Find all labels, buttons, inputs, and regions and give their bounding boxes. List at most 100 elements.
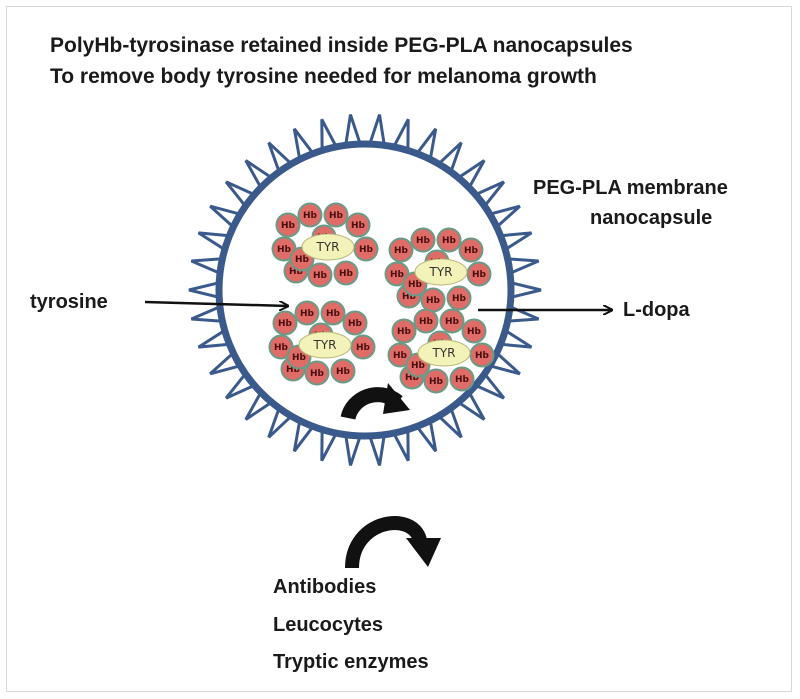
hemoglobin-molecule: Hb <box>294 300 320 326</box>
hemoglobin-label: Hb <box>339 269 354 279</box>
hemoglobin-label: Hb <box>394 246 409 256</box>
membrane-spike <box>457 391 486 421</box>
hemoglobin-molecule: Hb <box>330 358 356 384</box>
hemoglobin-molecule: Hb <box>446 285 472 311</box>
membrane-spike <box>415 127 438 160</box>
hemoglobin-label: Hb <box>393 351 408 361</box>
membrane-spike <box>292 420 315 453</box>
hemoglobin-label: Hb <box>442 236 457 246</box>
hemoglobin-molecule: Hb <box>388 237 414 263</box>
hemoglobin-molecule: Hb <box>320 300 346 326</box>
hemoglobin-label: Hb <box>356 343 371 353</box>
membrane-spike <box>224 372 256 400</box>
inner-curved-arrow <box>340 383 410 421</box>
hemoglobin-label: Hb <box>464 246 479 256</box>
membrane-spike <box>489 351 521 376</box>
title-line-2: To remove body tyrosine needed for melan… <box>50 65 597 88</box>
hemoglobin-molecule: Hb <box>469 342 495 368</box>
hemoglobin-label: Hb <box>390 270 405 280</box>
membrane-spike <box>510 281 542 299</box>
hemoglobin-label: Hb <box>416 236 431 246</box>
membrane-spike <box>489 204 521 229</box>
hemoglobin-label: Hb <box>277 245 292 255</box>
hemoglobin-molecule: Hb <box>342 310 368 336</box>
polyhb-tyrosinase-clusters: HbHbHbHbHbHbHbHbHbHbHbTYRHbHbHbHbHbHbHbH… <box>268 202 495 394</box>
tyrosinase-enzyme <box>417 339 471 367</box>
hemoglobin-label: Hb <box>455 375 470 385</box>
tyrosinase-label: TYR <box>432 346 456 360</box>
tyrosinase-enzyme <box>414 258 468 286</box>
membrane-spike <box>209 204 241 229</box>
tyrosinase-enzyme <box>301 233 355 261</box>
membrane-spike <box>474 372 506 400</box>
hemoglobin-label: Hb <box>351 221 366 231</box>
hemoglobin-molecule: Hb <box>304 360 330 386</box>
tyrosinase-label: TYR <box>313 338 337 352</box>
hemoglobin-molecule: Hb <box>449 366 475 392</box>
hemoglobin-label: Hb <box>295 255 310 265</box>
hemoglobin-label: Hb <box>281 221 296 231</box>
hemoglobin-label: Hb <box>300 309 315 319</box>
hemoglobin-molecule: Hb <box>345 212 371 238</box>
hemoglobin-molecule: Hb <box>333 260 359 286</box>
substrate-label: tyrosine <box>30 291 108 313</box>
hemoglobin-molecule: Hb <box>307 262 333 288</box>
hemoglobin-label: Hb <box>411 361 426 371</box>
membrane-spike <box>320 118 338 151</box>
hemoglobin-label: Hb <box>359 245 374 255</box>
hemoglobin-molecule: Hb <box>466 261 492 287</box>
membrane-spike <box>197 231 230 251</box>
membrane-spike <box>457 159 486 189</box>
membrane-spike <box>415 420 438 453</box>
membrane-spike <box>368 434 386 466</box>
hemoglobin-molecule: Hb <box>297 202 323 228</box>
hemoglobin-label: Hb <box>408 280 423 290</box>
hemoglobin-molecule: Hb <box>384 261 410 287</box>
membrane-spike <box>190 257 223 275</box>
membrane-spike <box>437 407 463 439</box>
hemoglobin-molecule: Hb <box>436 227 462 253</box>
hemoglobin-label: Hb <box>348 319 363 329</box>
hemoglobin-label: Hb <box>475 351 490 361</box>
excluded-agent-2: Leucocytes <box>273 614 384 636</box>
membrane-spike <box>437 141 463 173</box>
tyrosine-arrow <box>144 302 288 306</box>
membrane-spike <box>224 180 256 208</box>
membrane-spike <box>320 429 338 462</box>
hemoglobin-label: Hb <box>329 211 344 221</box>
hemoglobin-label: Hb <box>419 317 434 327</box>
hemoglobin-label: Hb <box>286 365 301 375</box>
membrane-spike <box>368 114 386 146</box>
hemoglobin-label: Hb <box>292 353 307 363</box>
membrane-spike <box>209 351 241 376</box>
membrane-spike <box>267 407 293 439</box>
polyhb-tyr-cluster: HbHbHbHbHbHbHbHbHbHbHbTYR <box>387 308 495 394</box>
hemoglobin-molecule: Hb <box>410 227 436 253</box>
hemoglobin-label: Hb <box>278 319 293 329</box>
hemoglobin-molecule: Hb <box>458 237 484 263</box>
hemoglobin-molecule: Hb <box>353 236 379 262</box>
hemoglobin-label: Hb <box>445 317 460 327</box>
membrane-spike <box>500 329 533 349</box>
hemoglobin-molecule: Hb <box>275 212 301 238</box>
membrane-label-line-1: PEG-PLA membrane <box>533 177 728 199</box>
hemoglobin-label: Hb <box>402 292 417 302</box>
figure-frame <box>6 6 792 692</box>
hemoglobin-molecule: Hb <box>461 318 487 344</box>
hemoglobin-label: Hb <box>452 294 467 304</box>
membrane-spike <box>507 257 540 275</box>
hemoglobin-label: Hb <box>426 296 441 306</box>
tyrosinase-enzyme <box>298 331 352 359</box>
hemoglobin-label: Hb <box>289 267 304 277</box>
hemoglobin-molecule: Hb <box>420 287 446 313</box>
excluded-agent-3: Tryptic enzymes <box>273 651 429 673</box>
hemoglobin-molecule: Hb <box>391 318 417 344</box>
title-line-1: PolyHb-tyrosinase retained inside PEG-PL… <box>50 34 633 57</box>
excluded-agent-1: Antibodies <box>273 576 377 598</box>
membrane-spike <box>500 231 533 251</box>
membrane-spike <box>267 141 293 173</box>
hemoglobin-molecule: Hb <box>413 308 439 334</box>
hemoglobin-molecule: Hb <box>323 202 349 228</box>
membrane-spike <box>392 118 410 151</box>
